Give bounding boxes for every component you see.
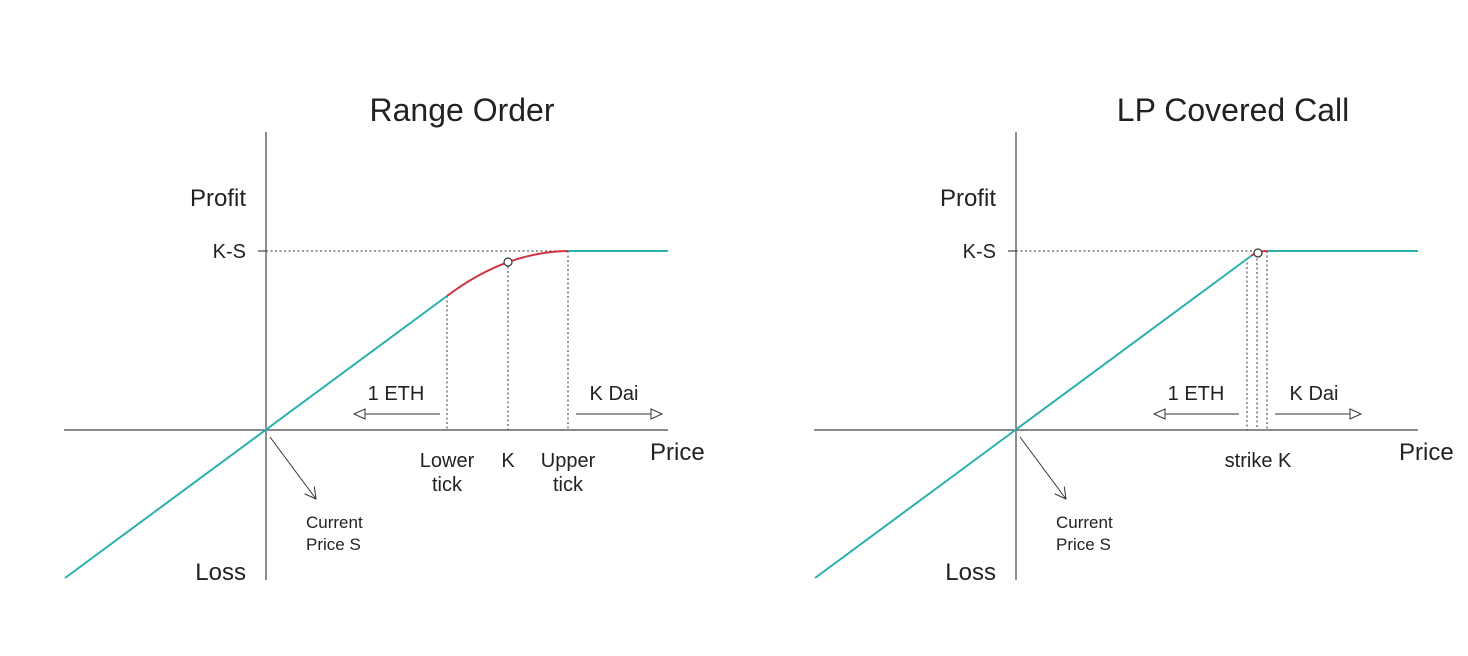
strike-label: strike K <box>1225 450 1292 472</box>
current-price-line1: Current <box>1056 513 1113 532</box>
lower-tick-label-line1: Lower <box>420 450 475 472</box>
dai-label: K Dai <box>590 383 639 405</box>
ks-label: K-S <box>213 241 246 263</box>
current-price-line1: Current <box>306 513 363 532</box>
price-label: Price <box>1399 439 1454 466</box>
k-point <box>503 257 513 267</box>
range-order-title: Range Order <box>370 92 555 128</box>
payoff-line-linear <box>64 295 448 579</box>
current-price-pointer <box>1019 436 1066 499</box>
k-label: K <box>501 450 515 472</box>
current-price-line2: Price S <box>306 535 361 554</box>
dai-label: K Dai <box>1290 383 1339 405</box>
strike-point <box>1253 248 1263 258</box>
price-label: Price <box>650 439 705 466</box>
eth-label: 1 ETH <box>368 383 425 405</box>
lp-covered-call-panel: LP Covered Call Profit Loss Price K-S st… <box>814 92 1454 586</box>
upper-tick-label-line1: Upper <box>541 450 596 472</box>
covered-call-title: LP Covered Call <box>1117 92 1349 128</box>
current-price-pointer <box>269 436 316 499</box>
eth-label: 1 ETH <box>1168 383 1225 405</box>
loss-label: Loss <box>945 559 996 586</box>
lower-tick-label-line2: tick <box>432 474 463 496</box>
payoff-line-linear <box>814 255 1252 579</box>
ks-label: K-S <box>963 241 996 263</box>
profit-label: Profit <box>190 185 246 212</box>
profit-label: Profit <box>940 185 996 212</box>
loss-label: Loss <box>195 559 246 586</box>
current-price-line2: Price S <box>1056 535 1111 554</box>
upper-tick-label-line2: tick <box>553 474 584 496</box>
range-order-panel: Range Order Profit Loss Price K-S Lower … <box>64 92 705 586</box>
